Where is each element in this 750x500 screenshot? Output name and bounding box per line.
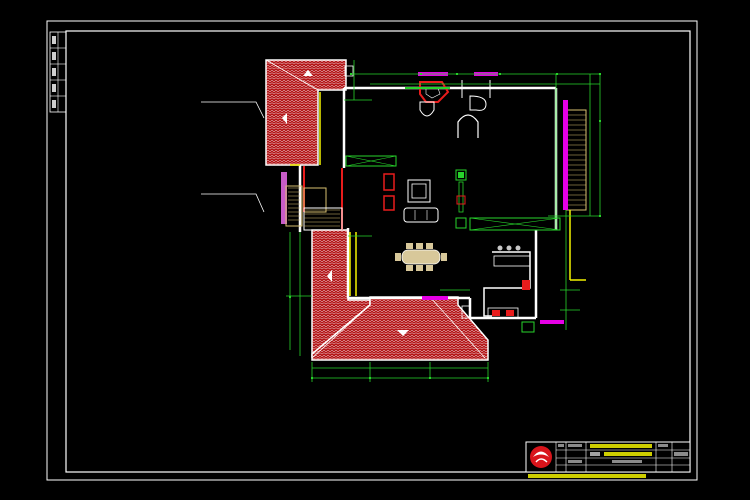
- floor-plan: [265, 59, 601, 382]
- red-circular-logo-icon: [530, 446, 552, 468]
- kitchen: [483, 245, 531, 319]
- dimension-ticks: [289, 73, 601, 379]
- bathroom-fixtures: [419, 80, 491, 138]
- outer-frame: [46, 20, 698, 481]
- roof-bottom: [311, 296, 489, 361]
- living-room-furniture: [345, 155, 467, 229]
- inner-frame: [65, 30, 691, 473]
- entry-walls: [281, 166, 343, 230]
- title-block-text-marks: [528, 444, 688, 478]
- title-block: [525, 441, 691, 478]
- dimension-lines: [286, 60, 601, 382]
- east-wall: [563, 100, 587, 281]
- balcony-railing: [469, 217, 561, 231]
- left-title-strip: [49, 31, 67, 113]
- yellow-accents: [290, 92, 357, 296]
- staircase: [285, 185, 343, 231]
- leader-lines: [201, 101, 265, 213]
- bottom-windows: [422, 296, 564, 333]
- dining-table: [395, 243, 447, 271]
- roof-top-left: [265, 59, 354, 166]
